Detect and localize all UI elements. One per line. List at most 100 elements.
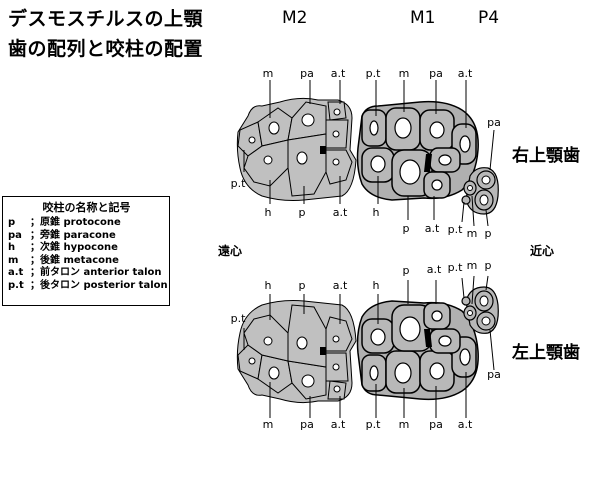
gap-mark <box>424 154 432 172</box>
lower-leader-lines <box>243 275 495 418</box>
pit <box>467 185 473 191</box>
cusp-m2-p <box>287 133 327 197</box>
cusp-label: m <box>263 418 274 431</box>
cusp-label: p.t <box>448 223 463 236</box>
leader-line <box>485 209 489 227</box>
leader-line <box>461 201 465 223</box>
cusp-label: pa <box>300 67 314 80</box>
pit <box>399 159 421 185</box>
legend-text: ；後錐 metacone <box>30 254 119 266</box>
jaw-label-left: 左上顎歯 <box>512 343 580 363</box>
leader-line <box>471 275 475 305</box>
legend-symbol: h <box>8 242 16 253</box>
pit <box>296 336 308 350</box>
cusp-label: p <box>299 279 306 292</box>
pit <box>479 295 489 307</box>
cusp-label: p.t <box>448 261 463 274</box>
cusp-m2-at3 <box>325 149 353 185</box>
pit <box>429 121 445 139</box>
cusp-label: p <box>299 206 306 219</box>
pit <box>370 328 386 346</box>
cusp-label: a.t <box>333 279 348 292</box>
leader-line <box>485 275 489 291</box>
pit <box>263 155 273 165</box>
cusp-label: h <box>373 206 380 219</box>
cusp-label: h <box>265 279 272 292</box>
pit <box>481 316 491 326</box>
pit <box>268 121 280 135</box>
pit <box>431 310 443 322</box>
pit <box>481 175 491 185</box>
pit <box>332 335 340 343</box>
leader-line <box>489 129 495 171</box>
legend-row: m；後錐 metacone <box>8 255 165 268</box>
cusp-label: p <box>403 222 410 235</box>
legend-text: ；次錐 hypocone <box>30 242 118 253</box>
pit <box>263 336 273 346</box>
cusp-label: a.t <box>425 222 440 235</box>
pit <box>369 365 379 381</box>
upper-leader-lines <box>243 80 495 227</box>
cusp-label: p <box>485 259 492 272</box>
upper-teeth <box>236 97 499 215</box>
pit <box>467 310 473 316</box>
tooth-label-m2: M2 <box>282 8 308 28</box>
pit <box>438 154 452 166</box>
lower-teeth <box>236 286 499 404</box>
cusp-label: m <box>263 67 274 80</box>
pit <box>369 120 379 136</box>
pit <box>394 362 412 384</box>
jaw-label-right: 右上顎歯 <box>512 146 580 166</box>
pit <box>333 108 341 116</box>
title-line-1: デスモスチルスの上顎 <box>8 8 204 30</box>
cusp-label: m <box>467 259 478 272</box>
legend-text: ；原錐 protocone <box>30 217 121 228</box>
pit <box>332 158 340 166</box>
pit <box>370 155 386 173</box>
cusp-label: pa <box>429 418 443 431</box>
gap-mark <box>320 146 326 154</box>
cusp-label: a.t <box>458 418 473 431</box>
tooth-label-p4: P4 <box>478 8 500 28</box>
legend-text: ；前タロン anterior talon <box>30 267 162 278</box>
cusp-label: p <box>403 264 410 277</box>
pit <box>438 335 452 347</box>
pit <box>431 179 443 191</box>
legend-row: h ；次錐 hypocone <box>8 242 165 255</box>
cusp-label: p.t <box>231 312 246 325</box>
cusp-label: pa <box>487 368 501 381</box>
cusp-label: h <box>373 279 380 292</box>
cusp-label: a.t <box>458 67 473 80</box>
legend-symbol: pa <box>8 229 22 241</box>
cusp-label: a.t <box>427 263 442 276</box>
direction-distal: 遠心 <box>218 244 243 258</box>
legend-row: p；原錐 protocone <box>8 217 165 230</box>
cusp-label: a.t <box>331 67 346 80</box>
cusp-label: p <box>485 227 492 240</box>
cusp-p4-pt <box>461 195 471 205</box>
cusp-label: m <box>399 418 410 431</box>
gap-mark <box>424 329 432 347</box>
tooth-label-m1: M1 <box>410 8 436 28</box>
pit <box>459 135 471 153</box>
pit <box>248 136 256 144</box>
pit <box>479 194 489 206</box>
leader-line <box>461 277 465 299</box>
pit <box>332 363 340 371</box>
cusp-m2-p <box>287 304 327 368</box>
cusp-label: a.t <box>333 206 348 219</box>
pit <box>301 113 315 127</box>
leader-line <box>489 329 495 371</box>
pit <box>429 362 445 380</box>
cusp-label: pa <box>487 116 501 129</box>
pit <box>459 348 471 366</box>
legend-row: a.t；前タロン anterior talon <box>8 267 165 280</box>
pit <box>394 117 412 139</box>
leader-line <box>471 195 475 227</box>
pit <box>268 366 280 380</box>
cusp-label: p.t <box>231 177 246 190</box>
legend-text: ；旁錐 paracone <box>30 229 116 241</box>
gap-mark <box>320 347 326 355</box>
cusp-p4-pt <box>461 296 471 306</box>
